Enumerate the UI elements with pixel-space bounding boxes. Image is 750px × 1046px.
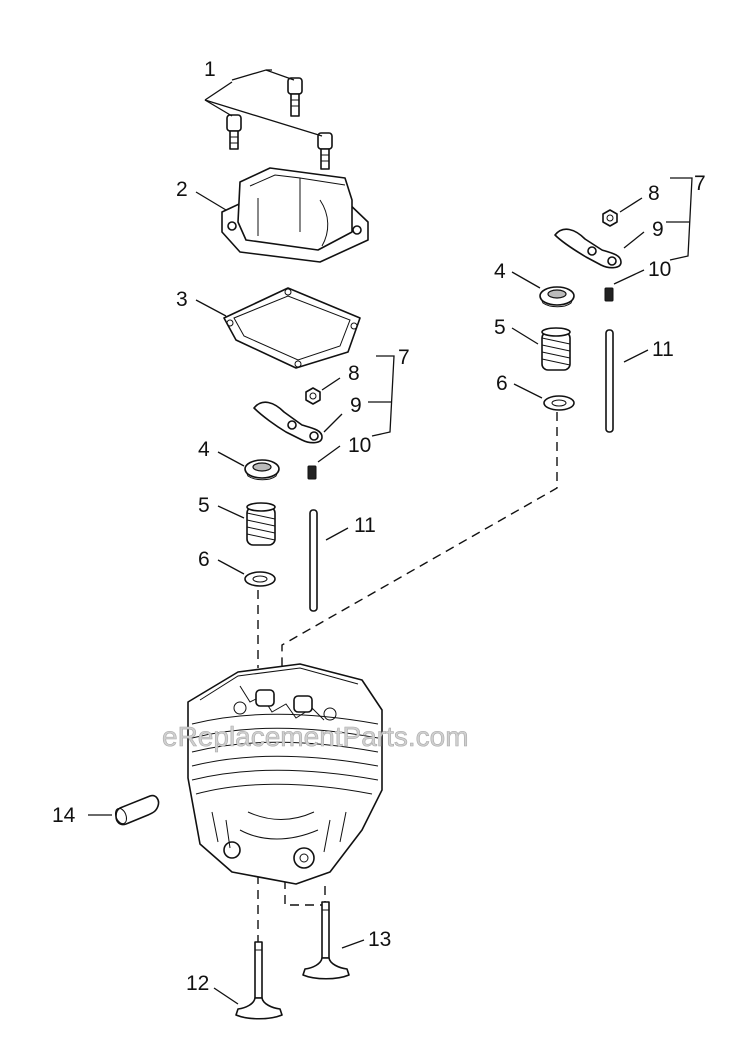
callout-labels: 1 2 3 4 5 6 7 8 9 10 11 4 5 6 7 8 9 10 1… <box>52 58 706 995</box>
callout-7-right: 7 <box>694 172 706 195</box>
callout-3: 3 <box>176 288 188 311</box>
rocker-pin-left[interactable] <box>307 465 317 480</box>
callout-1: 1 <box>204 58 216 81</box>
callout-6-right: 6 <box>496 372 508 395</box>
bolt-right[interactable] <box>317 132 333 170</box>
callout-7-left: 7 <box>398 346 410 369</box>
rocker-arm-left[interactable] <box>253 401 323 444</box>
leader-lines <box>88 69 693 1005</box>
push-rod-right[interactable] <box>605 329 614 433</box>
dowel-pin[interactable] <box>113 794 160 826</box>
callout-11-left: 11 <box>354 514 376 537</box>
callout-10-left: 10 <box>348 434 371 457</box>
valve-retainer-left[interactable] <box>244 459 280 481</box>
callout-12: 12 <box>186 972 209 995</box>
callout-5-right: 5 <box>494 316 506 339</box>
callout-14: 14 <box>52 804 76 827</box>
valve-intake[interactable] <box>235 941 283 1020</box>
callout-9-right: 9 <box>652 218 664 241</box>
spring-washer-left[interactable] <box>244 571 276 587</box>
rocker-nut-right[interactable] <box>602 209 618 227</box>
callout-5-left: 5 <box>198 494 210 517</box>
watermark-text: eReplacementParts.com <box>162 721 469 752</box>
valve-spring-right[interactable] <box>541 327 571 371</box>
bolt-top[interactable] <box>287 77 303 117</box>
cylinder-head[interactable] <box>187 663 383 885</box>
callout-2: 2 <box>176 178 188 201</box>
valve-spring-left[interactable] <box>246 502 276 546</box>
valve-exhaust[interactable] <box>302 901 350 980</box>
callout-8-left: 8 <box>348 362 360 385</box>
callout-6-left: 6 <box>198 548 210 571</box>
callout-11-right: 11 <box>652 338 674 361</box>
callout-10-right: 10 <box>648 258 671 281</box>
rocker-arm-right[interactable] <box>554 228 622 269</box>
callout-4-right: 4 <box>494 260 506 283</box>
callout-8-right: 8 <box>648 182 660 205</box>
valve-retainer-right[interactable] <box>539 286 575 308</box>
push-rod-left[interactable] <box>309 509 318 612</box>
valve-cover[interactable] <box>221 167 369 263</box>
callout-4-left: 4 <box>198 438 210 461</box>
rocker-pin-right[interactable] <box>604 287 614 302</box>
callout-9-left: 9 <box>350 394 362 417</box>
callout-13: 13 <box>368 928 391 951</box>
gasket[interactable] <box>223 287 361 369</box>
alignment-lines <box>257 412 558 948</box>
bolt-left[interactable] <box>226 114 242 150</box>
rocker-nut-left[interactable] <box>305 387 321 405</box>
spring-washer-right[interactable] <box>543 395 575 411</box>
